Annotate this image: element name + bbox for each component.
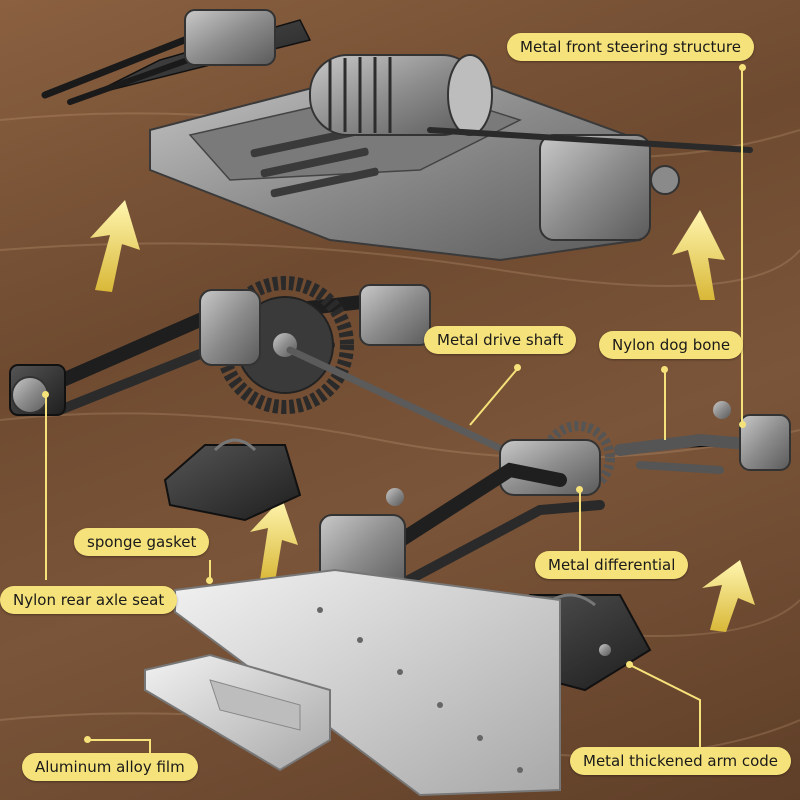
label-differential: Metal differential bbox=[535, 551, 689, 579]
label-dog-bone: Nylon dog bone bbox=[599, 331, 744, 359]
rear-axle-seat-pointer bbox=[42, 391, 49, 398]
rear-drivetrain bbox=[9, 276, 431, 416]
differential-pointer bbox=[576, 486, 583, 493]
assembly-arrows bbox=[90, 200, 755, 632]
axle-bracket-upper bbox=[163, 438, 302, 522]
label-sponge-gasket: sponge gasket bbox=[74, 528, 210, 556]
front-steering-target bbox=[739, 421, 746, 428]
drive-shaft-art bbox=[286, 346, 529, 464]
drive-shaft-pointer bbox=[514, 364, 521, 371]
arm-code-pointer bbox=[626, 661, 633, 668]
front-steering-pointer bbox=[739, 64, 746, 71]
alloy-film-pointer bbox=[84, 736, 91, 743]
label-front-steering: Metal front steering structure bbox=[507, 33, 754, 61]
label-rear-axle-seat: Nylon rear axle seat bbox=[0, 586, 178, 614]
label-alloy-film: Aluminum alloy film bbox=[22, 753, 198, 781]
label-drive-shaft: Metal drive shaft bbox=[424, 326, 577, 354]
dog-bone-pointer bbox=[661, 366, 668, 373]
sponge-gasket-pointer bbox=[206, 577, 213, 584]
label-arm-code: Metal thickened arm code bbox=[570, 747, 792, 775]
chassis-plate bbox=[174, 568, 561, 797]
assembled-chassis bbox=[41, 9, 753, 262]
